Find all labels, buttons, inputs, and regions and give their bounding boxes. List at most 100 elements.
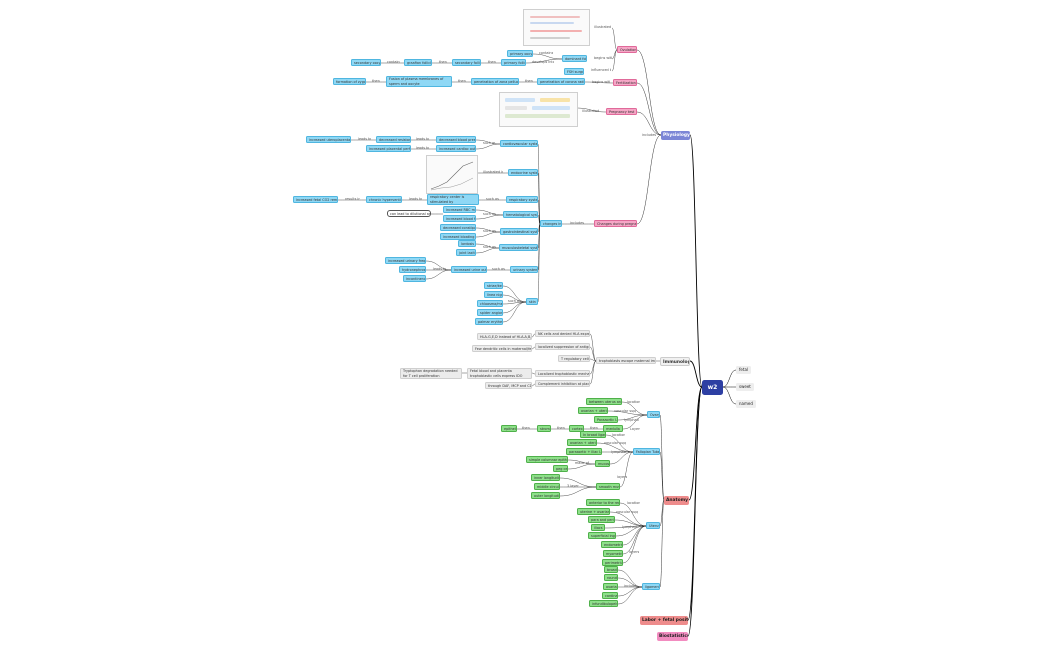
node-primary-follicle[interactable]: primary follicle [501,59,526,66]
node-graafian-follicle[interactable]: graafian follicle [404,59,432,66]
node-fetal-blood-ido[interactable]: Fetal blood and placenta trophoblastic c… [467,368,532,379]
node-musculoskeletal[interactable]: musculoskeletal system [499,244,538,251]
node-trophoblastic-mechanisms[interactable]: Localized trophoblastic mechanisms [535,370,590,377]
node-gi-system[interactable]: gastrointestinal system [500,228,538,235]
node-stroma[interactable]: stroma [537,425,551,432]
branch-biostatistics[interactable]: Biostatistics [657,632,688,641]
node-decreased-resistance[interactable]: decreased resistance [376,136,411,143]
node-t-regulatory[interactable]: T regulatory cells [558,355,590,362]
node-tryptophan[interactable]: Tryptophan degradation needed for T cell… [400,368,462,379]
node-peg-cells[interactable]: peg cells [553,465,568,472]
node-fsh[interactable]: FSH surge etc. [564,68,584,75]
node-inner-longitudinal[interactable]: inner longitudinal [531,474,560,481]
root-leaf-fetal[interactable]: fetal [736,366,751,374]
node-penetration-zona[interactable]: penetration of zona pellucida [471,78,519,85]
node-increased-urine[interactable]: increased urine output [451,266,487,273]
node-dilutional-anemia[interactable]: can lead to dilutional anemia [387,210,431,217]
node-dendritic[interactable]: Few dendritic cells in maternal/fetal in… [472,345,532,352]
node-broad-lig[interactable]: broad [604,566,618,573]
node-ovulation[interactable]: Ovulation [617,46,637,53]
node-chronic-hyperventilation[interactable]: chronic hyperventilation [366,196,402,203]
node-increased-bloating[interactable]: increased bloating [440,233,476,240]
node-ligaments[interactable]: ligaments [642,583,660,590]
node-respiratory-center[interactable]: respiratory center is stimulated by prog… [427,194,479,205]
node-nk-cells[interactable]: NK cells and denied HLA expression [535,330,590,337]
node-secondary-follicle[interactable]: secondary follicle [452,59,481,66]
branch-physiology[interactable]: Physiology [661,131,690,140]
node-pregnancy-test[interactable]: Pregnancy test [606,108,637,115]
node-hematologic[interactable]: hematological system [503,211,538,218]
branch-labor[interactable]: Labor + fetal positions [640,616,688,625]
node-decreased-constipation[interactable]: decreased constipation [440,224,476,231]
node-urinary[interactable]: urinary system [510,266,538,273]
node-periaortic-ln[interactable]: para and periaortic LN [588,516,615,523]
node-penetration-corona[interactable]: penetration of corona radiata [537,78,585,85]
node-dominant-follicle[interactable]: dominant follicle [562,55,587,62]
endocrine-chart-thumbnail[interactable] [426,155,478,194]
node-secondary-oocyte[interactable]: secondary oocyte [351,59,381,66]
node-mucosa[interactable]: mucosa [595,460,610,467]
node-chloasma[interactable]: chloasma/melasma [477,300,503,307]
node-increased-cardiac-output[interactable]: increased cardiac output [436,145,476,152]
node-uterus[interactable]: Uterus [646,522,660,529]
node-cardiovascular[interactable]: cardiovascular system [500,140,538,147]
node-infundibulopelvic-lig[interactable]: infundibulopelvic [589,600,618,607]
node-spider-angiomas[interactable]: spider angiomas [477,309,503,316]
node-broad-ligament[interactable]: In broad ligament [580,431,606,438]
root-leaf-sweet[interactable]: sweet [736,383,754,391]
node-formation-zygote[interactable]: formation of zygote [333,78,366,85]
node-ovarian-artery[interactable]: ovarian + uterine a. [578,407,608,414]
node-outer-longitudinal[interactable]: outer longitudinal [531,492,560,499]
node-ovary[interactable]: Ovary [647,411,660,418]
node-tube-lymph[interactable]: paraaortic + iliac LN [566,448,602,455]
node-cortex[interactable]: cortex [569,425,584,432]
node-middle-circular[interactable]: middle circular [534,483,560,490]
node-lordosis[interactable]: lordosis [458,240,476,247]
node-fertilization[interactable]: Fertilization [613,79,637,86]
node-tube-arteries[interactable]: ovarian + uterine a. [567,439,597,446]
node-anterior-rectum[interactable]: anterior to the rectum [586,499,620,506]
node-smooth-muscle[interactable]: smooth muscle [596,483,620,490]
node-round-lig[interactable]: round [604,574,618,581]
root-node[interactable]: w2 [702,380,723,395]
node-respiratory[interactable]: respiratory system [506,196,538,203]
node-increased-volume[interactable]: increased blood flow [443,215,476,222]
node-skin[interactable]: skin [526,298,538,305]
node-uteroplacental-flow[interactable]: increased uteroplacental flow [306,136,351,143]
node-endometrium[interactable]: endometrium [601,541,623,548]
branch-anatomy[interactable]: Anatomy [664,496,689,505]
branch-immunology[interactable]: Immunology [660,357,690,366]
node-iliacs[interactable]: iliacs [591,524,605,531]
node-localized-suppression[interactable]: localized suppression of antigen present… [535,343,590,350]
node-changes-pregnancy[interactable]: Changes during pregnancy [594,220,637,227]
node-myometrium[interactable]: myometrium [603,550,623,557]
node-primary-oocyte[interactable]: primary oocyte [507,50,533,57]
node-striae[interactable]: striae/keloids [484,282,503,289]
node-changes-in[interactable]: changes in [540,220,562,227]
node-superficial-canal[interactable]: superficial ing. canal [588,532,616,539]
node-fetal-co2-removal[interactable]: increased fetal CO2 removal [293,196,338,203]
node-daf-mcp[interactable]: through DAF, MCP and CD59 [485,382,532,389]
node-increased-rbc[interactable]: increased RBC mass [443,206,476,213]
node-joint-laxity[interactable]: joint laxity [456,249,476,256]
node-fallopian-tubes[interactable]: Fallopian Tubes [633,448,660,455]
node-medulla[interactable]: medulla [603,425,623,432]
node-ovarian-lig[interactable]: ovarian [603,583,618,590]
node-cardinal-lig[interactable]: cardinal [602,592,618,599]
node-hla-g[interactable]: HLA-G,E,D instead of HLA-A,B,C [477,333,532,340]
node-palmar-erythema[interactable]: palmar erythema [475,318,503,325]
pregnancy-test-thumbnail[interactable] [499,92,578,127]
node-between-uterus[interactable]: between uterus and pelvic wall [586,398,622,405]
node-fusion-membranes[interactable]: Fusion of plasma membranes of sperm and … [386,76,452,87]
ovulation-chart-thumbnail[interactable] [523,9,590,46]
node-simple-columnar[interactable]: simple columnar epithelium [526,456,568,463]
node-linea-nigra[interactable]: linea nigra [484,291,503,298]
node-incontinence[interactable]: incontinence [403,275,426,282]
node-endocrine[interactable]: endocrine system [508,169,538,176]
node-uterine-artery[interactable]: uterine + ovarian a. [577,508,610,515]
node-decreased-bp[interactable]: decreased blood pressure [436,136,476,143]
node-placental-perfusion[interactable]: increased placental perfusion [366,145,411,152]
node-perimetrium[interactable]: perimetrium [602,559,623,566]
node-paraaortic-ln[interactable]: Paraaortic LN [594,416,618,423]
node-complement-inhibition[interactable]: Complement inhibition at placenta [535,380,590,387]
